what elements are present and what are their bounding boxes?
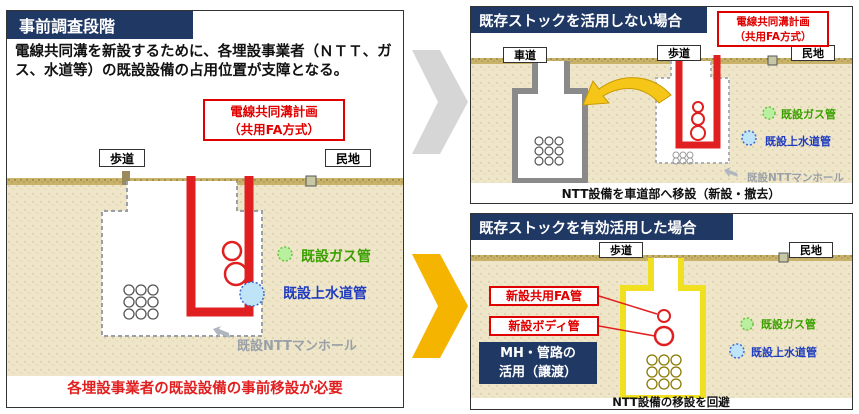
tr-water-label: 既設上水道管: [765, 135, 831, 148]
tr-relocation-arrow: [582, 77, 672, 106]
left-water-label: 既設上水道管: [283, 286, 367, 302]
br-reuse-box: MH・管路の 活用（譲渡）: [479, 342, 597, 384]
tr-plan-box: 電線共同溝計画 （共用FA方式）: [717, 11, 829, 47]
bottom-right-header-text: 既存ストックを有効活用した場合: [479, 220, 697, 237]
tr-water-pipe: [741, 130, 757, 146]
tr-old-conduits: [672, 151, 694, 165]
left-curb: [122, 171, 130, 185]
bottom-right-panel: 既存ストックを有効活用した場合 歩道 民地 新設共用FA管 新設ボディ管 MH・…: [470, 213, 853, 410]
tr-gas-label: 既設ガス管: [781, 108, 836, 121]
tr-boundary-post: [767, 55, 778, 66]
tr-manhole-arrow: [724, 167, 738, 177]
left-manhole-arrow: [213, 326, 230, 338]
left-plan-line2: （共用FA方式）: [228, 122, 320, 137]
left-panel-header: 事前調査段階: [7, 11, 193, 39]
br-gas-label: 既設ガス管: [761, 318, 816, 331]
br-body-leader: [598, 325, 656, 337]
left-planned-pipe-1: [221, 240, 243, 262]
tr-plan-line1: 電線共同溝計画: [736, 16, 810, 28]
tr-planned-pipe-3: [690, 125, 706, 141]
tr-new-manhole: [512, 61, 588, 183]
br-fa-pipe-label: 新設共用FA管: [489, 286, 599, 306]
br-caption: NTT設備の移設を回避: [612, 395, 730, 409]
top-right-header: 既存ストックを活用しない場合: [471, 7, 707, 33]
br-gas-pipe: [740, 317, 754, 331]
left-gas-pipe: [277, 246, 293, 262]
left-water-pipe: [239, 281, 265, 307]
bottom-right-header: 既存ストックを有効活用した場合: [471, 214, 733, 240]
left-planned-trench: [186, 176, 254, 317]
tr-caption: NTT設備を車道部へ移設（新設・撤去）: [561, 187, 781, 201]
tr-new-conduits: [534, 136, 564, 166]
left-planned-pipe-2: [223, 261, 249, 287]
br-boundary-post: [778, 252, 789, 263]
left-manhole-label: 既設NTTマンホール: [237, 339, 357, 354]
tr-gas-pipe: [762, 106, 776, 120]
arrow-lower: [412, 254, 468, 358]
tr-planned-trench: [675, 55, 721, 149]
top-right-cross-section: [471, 55, 852, 183]
br-water-label: 既設上水道管: [751, 346, 817, 359]
left-cross-section: [7, 171, 403, 376]
br-private-land-label: 民地: [789, 242, 833, 258]
tr-private-land-label: 民地: [791, 45, 835, 61]
br-body-pipe-label: 新設ボディ管: [489, 316, 599, 336]
left-header-text: 事前調査段階: [19, 17, 116, 36]
left-description: 電線共同溝を新設するために、各埋設事業者（ＮＴＴ、ガス、水道等）の既設設備の占用…: [15, 44, 392, 79]
tr-roadway-label: 車道: [503, 47, 547, 63]
tr-manhole-label: 既設NTTマンホール: [747, 172, 844, 184]
top-right-header-text: 既存ストックを活用しない場合: [479, 13, 682, 30]
left-private-land-label: 民地: [325, 149, 371, 167]
left-boundary-post: [305, 175, 317, 187]
left-gas-label: 既設ガス管: [301, 249, 371, 265]
left-plan-line1: 電線共同溝計画: [230, 104, 318, 119]
tr-ground-surface: [471, 58, 852, 64]
left-sidewalk-label: 歩道: [99, 149, 145, 167]
br-reuse-line2: 活用（譲渡）: [498, 365, 577, 380]
top-right-panel: 既存ストックを活用しない場合 車道 歩道 民地 電線共同溝計画: [470, 6, 853, 204]
tr-plan-line2: （共用FA方式）: [734, 31, 812, 43]
left-footer: 各埋設事業者の既設設備の事前移設が必要: [67, 381, 343, 397]
br-sidewalk-label: 歩道: [599, 242, 643, 258]
br-fa-leader: [598, 295, 658, 315]
br-fa-pipe: [657, 309, 671, 323]
br-reuse-line1: MH・管路の: [500, 346, 576, 361]
br-water-pipe: [729, 343, 745, 359]
tr-sidewalk-label: 歩道: [657, 45, 701, 61]
left-ntt-conduits: [123, 284, 159, 320]
left-plan-box: 電線共同溝計画 （共用FA方式）: [203, 99, 345, 141]
br-reused-conduits: [646, 354, 682, 390]
arrow-upper: [412, 50, 468, 154]
br-body-pipe: [653, 325, 675, 347]
left-panel: 事前調査段階 電線共同溝を新設するために、各埋設事業者（ＮＴＴ、ガス、水道等）の…: [6, 10, 404, 408]
